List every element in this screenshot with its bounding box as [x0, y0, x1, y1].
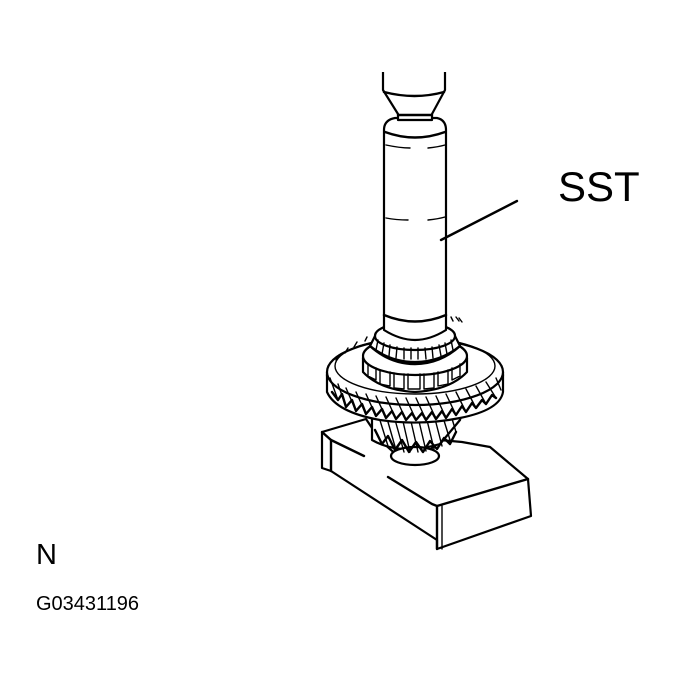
press-ram [381, 72, 447, 122]
sst-callout-label: SST [558, 163, 640, 210]
sst-leader-line [439, 199, 519, 242]
sst-driver [382, 116, 448, 342]
view-label: N [36, 539, 57, 571]
figure-id: G03431196 [36, 593, 140, 615]
